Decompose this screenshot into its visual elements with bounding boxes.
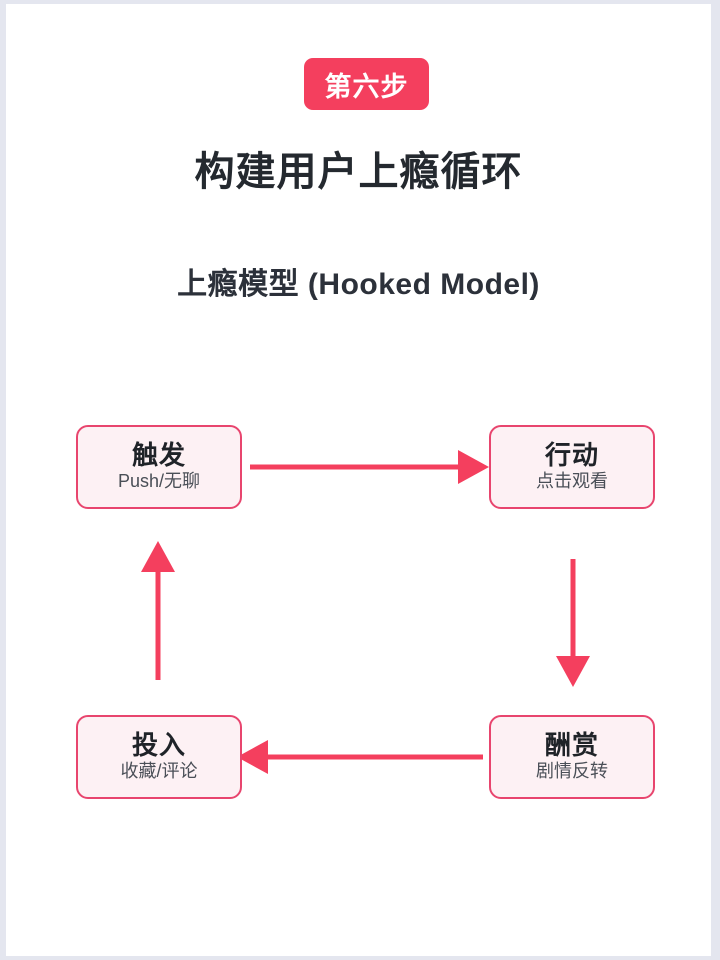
page-title: 构建用户上瘾循环 — [194, 150, 523, 194]
node-trigger-title: 触发 — [131, 439, 186, 470]
node-invest[interactable]: 投入 收藏/评论 — [76, 715, 242, 799]
node-invest-title: 投入 — [131, 729, 186, 760]
node-reward-title: 酬赏 — [544, 729, 599, 760]
node-reward[interactable]: 酬赏 剧情反转 — [489, 715, 655, 799]
node-action[interactable]: 行动 点击观看 — [489, 425, 655, 509]
node-trigger[interactable]: 触发 Push/无聊 — [76, 425, 242, 509]
node-action-title: 行动 — [544, 439, 599, 470]
hooked-model-diagram: 触发 Push/无聊 行动 点击观看 酬赏 剧情反转 投入 收藏/评论 — [6, 4, 711, 956]
section-subtitle: 上瘾模型 (Hooked Model) — [177, 268, 540, 301]
node-reward-subtitle: 剧情反转 — [536, 761, 608, 782]
step-badge: 第六步 — [304, 58, 429, 110]
node-trigger-subtitle: Push/无聊 — [117, 471, 201, 492]
node-invest-subtitle: 收藏/评论 — [120, 761, 198, 782]
node-action-subtitle: 点击观看 — [536, 471, 608, 492]
slide-card: 第六步 构建用户上瘾循环 上瘾模型 (Hooked Model) — [6, 4, 711, 956]
